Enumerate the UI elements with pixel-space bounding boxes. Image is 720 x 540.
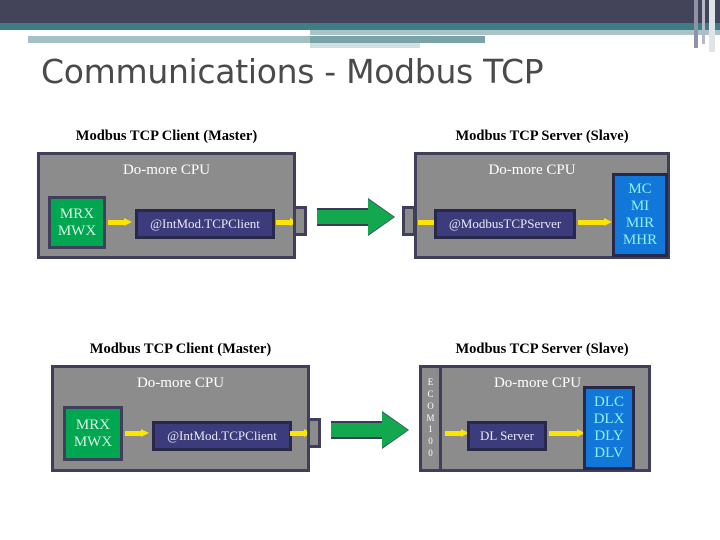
memory-line-dly: DLY	[594, 428, 624, 444]
cpu-title-top-client: Do-more CPU	[122, 162, 211, 178]
network-arrow-bottom	[331, 411, 409, 449]
header-accent-6	[310, 43, 420, 48]
yellow-arrow-bottom-client-1	[125, 429, 149, 438]
port-tab-bottom-client	[307, 418, 321, 448]
cpu-title-bottom-client: Do-more CPU	[136, 375, 225, 391]
protocol-box-top-server: @ModbusTCPServer	[434, 209, 576, 239]
network-arrow-top	[317, 198, 395, 236]
instruction-box-top-client: MRX MWX	[48, 196, 106, 249]
diagram-label-top-server: Modbus TCP Server (Slave)	[455, 128, 629, 144]
memory-line-mhr: MHR	[622, 231, 658, 248]
memory-line-mi: MI	[630, 198, 650, 215]
header-dark-band	[0, 0, 720, 23]
cpu-title-top-server: Do-more CPU	[488, 162, 576, 178]
memory-line-mir: MIR	[625, 215, 655, 231]
memory-line-mc: MC	[628, 181, 652, 198]
header-accent-4	[310, 36, 485, 43]
yellow-arrow-bottom-server-1	[445, 429, 469, 438]
ecom-char-m: M	[426, 412, 435, 423]
instruction-box-bottom-client: MRX MWX	[63, 406, 123, 461]
header-accent-3	[28, 36, 310, 43]
yellow-arrow-bottom-server-2	[549, 429, 585, 438]
ecom-char-c: C	[427, 388, 434, 399]
ecom-char-e: E	[427, 376, 434, 387]
ecom-char-0a: 0	[428, 436, 433, 447]
memory-box-top-server: MC MI MIR MHR	[612, 173, 668, 257]
instruction-line-mwx-2: MWX	[73, 433, 113, 450]
page-title: Communications - Modbus TCP	[41, 52, 544, 91]
memory-box-bottom-server: DLC DLX DLY DLV	[583, 386, 635, 470]
protocol-box-bottom-client: @IntMod.TCPClient	[152, 421, 292, 451]
yellow-arrow-top-client-1	[108, 218, 132, 227]
memory-line-dlx: DLX	[593, 411, 625, 428]
instruction-line-mwx: MWX	[57, 222, 97, 239]
ecom-char-1: 1	[428, 424, 433, 435]
instruction-line-mrx: MRX	[59, 205, 95, 222]
ecom100-module-strip: E C O M 1 0 0	[422, 368, 442, 469]
header-vline-2	[702, 0, 705, 44]
ecom-char-0b: 0	[428, 448, 433, 459]
diagram-label-top-client: Modbus TCP Client (Master)	[75, 128, 258, 144]
memory-line-dlv: DLV	[594, 444, 624, 461]
protocol-box-bottom-server: DL Server	[467, 421, 547, 451]
diagram-label-bottom-server: Modbus TCP Server (Slave)	[455, 341, 629, 357]
diagram-label-bottom-client: Modbus TCP Client (Master)	[89, 341, 272, 357]
header-accent-2	[310, 30, 720, 35]
instruction-line-mrx-2: MRX	[75, 416, 111, 433]
ecom-char-o: O	[427, 400, 434, 411]
header-accent-1	[0, 30, 310, 36]
port-tab-top-client	[293, 206, 307, 236]
memory-line-dlc: DLC	[594, 394, 624, 411]
header-vline-1	[694, 0, 698, 48]
cpu-title-bottom-server: Do-more CPU	[493, 375, 582, 391]
header-vline-3	[709, 0, 715, 52]
yellow-arrow-top-server-2	[578, 218, 612, 227]
header-accent-5	[485, 36, 720, 43]
protocol-box-top-client: @IntMod.TCPClient	[135, 209, 275, 239]
